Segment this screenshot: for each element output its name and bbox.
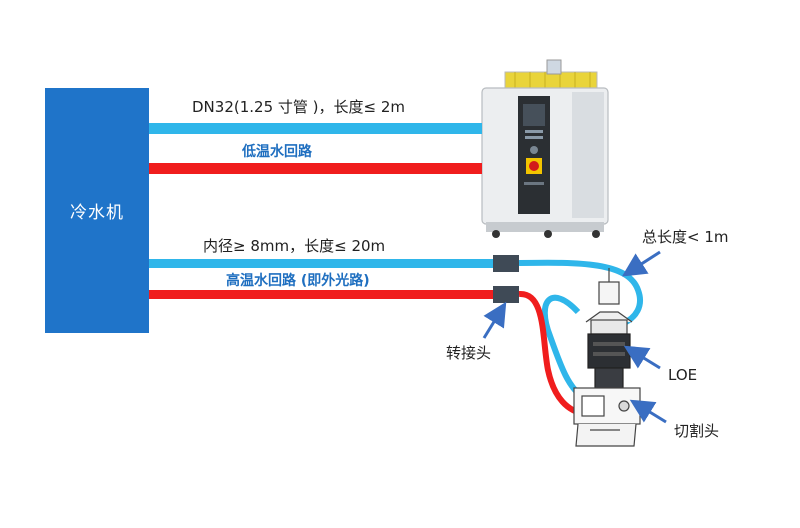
adapter-label: 转接头: [446, 344, 492, 362]
chiller-block: 冷水机: [45, 88, 149, 333]
arrow-total-length: [621, 250, 661, 277]
arrow-adapter: [482, 301, 507, 339]
adapter-bottom: [493, 286, 519, 303]
pipe-spec-top-label: DN32(1.25 寸管 )，长度≤ 2m: [192, 98, 405, 116]
low-temp-loop-label: 低温水回路: [242, 144, 312, 160]
adapter-top: [493, 255, 519, 272]
chiller-label: 冷水机: [70, 203, 124, 223]
blue-hose-inner: [541, 294, 586, 401]
total-length-label: 总长度< 1m: [642, 228, 729, 246]
low-temp-red-pipe: [149, 163, 482, 174]
low-temp-blue-pipe: [149, 123, 482, 134]
blue-hose-outer: [518, 259, 643, 327]
arrow-cutting-head: [629, 399, 667, 424]
cutting-head-label: 切割头: [674, 422, 720, 440]
red-hose: [518, 291, 587, 417]
high-temp-blue-pipe: [149, 259, 494, 268]
cutting-head-illustration: [573, 268, 641, 447]
arrow-loe: [623, 345, 661, 370]
loe-label: LOE: [668, 366, 698, 384]
laser-unit-illustration: [481, 59, 609, 238]
pipe-spec-bottom-label: 内径≥ 8mm，长度≤ 20m: [203, 237, 386, 255]
high-temp-red-pipe: [149, 290, 494, 299]
high-temp-loop-label: 高温水回路 (即外光路): [226, 273, 370, 289]
